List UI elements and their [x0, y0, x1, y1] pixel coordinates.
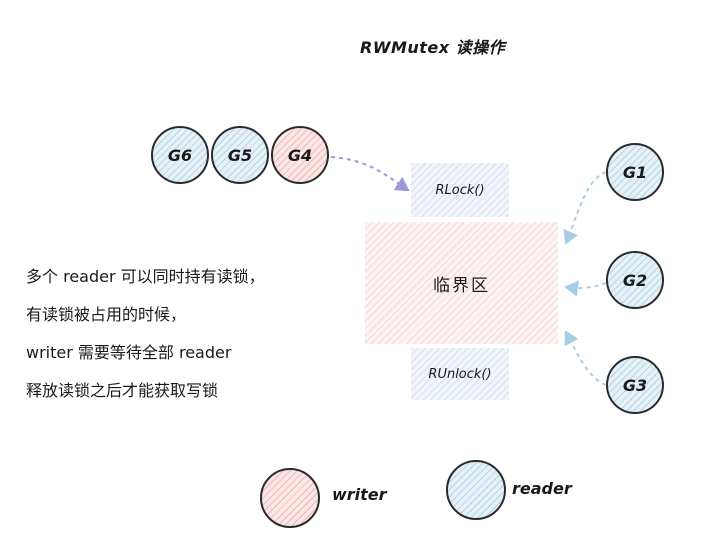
legend-reader-label: reader — [512, 479, 572, 498]
description-line-1: 多个 reader 可以同时持有读锁， — [26, 267, 265, 286]
arrow-g3-to-critical — [564, 330, 607, 386]
goroutine-g4: G4 — [271, 126, 329, 184]
description-line-3: writer 需要等待全部 reader — [26, 343, 232, 362]
description-line-2: 有读锁被占用的时候， — [26, 305, 187, 324]
goroutine-g2: G2 — [606, 251, 664, 309]
legend-writer-label: writer — [332, 485, 387, 504]
critical-section-box: 临界区 — [365, 222, 558, 344]
description-line-4: 释放读锁之后才能获取写锁 — [26, 381, 219, 400]
goroutine-g5: G5 — [211, 126, 269, 184]
arrow-g2-to-critical — [564, 280, 607, 297]
runlock-box: RUnlock() — [411, 348, 509, 400]
description-text: 多个 reader 可以同时持有读锁， 有读锁被占用的时候， writer 需要… — [26, 258, 366, 410]
arrow-g4-to-rlock — [330, 156, 410, 192]
legend-writer-swatch — [260, 468, 320, 528]
goroutine-g1: G1 — [606, 143, 664, 201]
diagram-title: RWMutex 读操作 — [360, 38, 506, 57]
goroutine-g3: G3 — [606, 356, 664, 414]
legend-reader-swatch — [446, 460, 506, 520]
rlock-box: RLock() — [411, 163, 509, 217]
goroutine-g6: G6 — [151, 126, 209, 184]
arrow-g1-to-critical — [563, 171, 607, 245]
